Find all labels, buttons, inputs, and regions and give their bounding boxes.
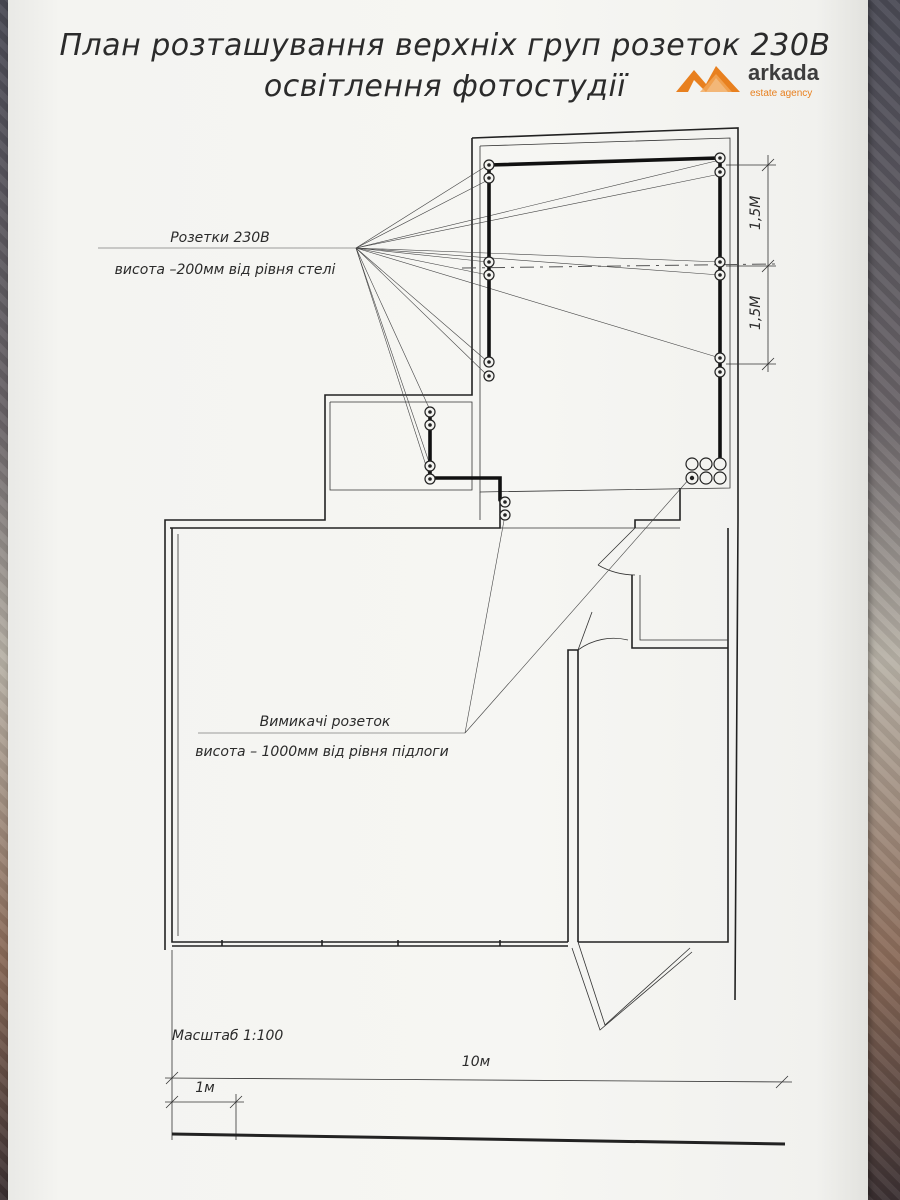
logo-name: arkada xyxy=(748,60,820,85)
title-line-1: План розташування верхніх груп розеток 2… xyxy=(59,28,830,63)
outlet-leader-lines xyxy=(98,159,721,479)
title-line-2: освітлення фотостудії xyxy=(264,69,629,104)
switch xyxy=(499,496,511,521)
scale-label: Масштаб 1:100 xyxy=(172,1028,283,1044)
switches-title-label: Вимикачі розеток xyxy=(260,714,391,730)
outlet xyxy=(714,152,726,178)
outlet xyxy=(714,352,726,378)
scale-unit-length: 1м xyxy=(195,1080,215,1096)
arkada-logo-icon xyxy=(676,66,740,92)
scale-bar: Масштаб 1:100 10м 1м xyxy=(164,950,793,1146)
outlet xyxy=(483,356,495,382)
outlets-height-label: висота –200мм від рівня стелі xyxy=(115,262,336,278)
dimension-lines: 1,5М 1,5М xyxy=(726,155,776,372)
outlet xyxy=(483,159,495,184)
dimension-upper-gap: 1,5М xyxy=(748,196,764,230)
outlet xyxy=(424,406,436,431)
company-logo: arkada estate agency xyxy=(676,60,820,99)
logo-tagline: estate agency xyxy=(750,88,812,99)
electrical-panel-cluster xyxy=(685,457,727,485)
scale-total-length: 10м xyxy=(462,1054,491,1070)
outlet xyxy=(483,256,495,281)
outlet xyxy=(424,460,436,485)
outlets-title-label: Розетки 230В xyxy=(170,230,270,246)
paper-sheet xyxy=(8,0,868,1200)
outlets-group xyxy=(424,152,727,521)
switch-leader-lines xyxy=(198,477,691,734)
dimension-lower-gap: 1,5М xyxy=(748,296,764,330)
outlet xyxy=(714,256,726,281)
walls xyxy=(164,127,739,1031)
switches-height-label: висота – 1000мм від рівня підлоги xyxy=(195,744,448,760)
wiring xyxy=(428,156,722,502)
